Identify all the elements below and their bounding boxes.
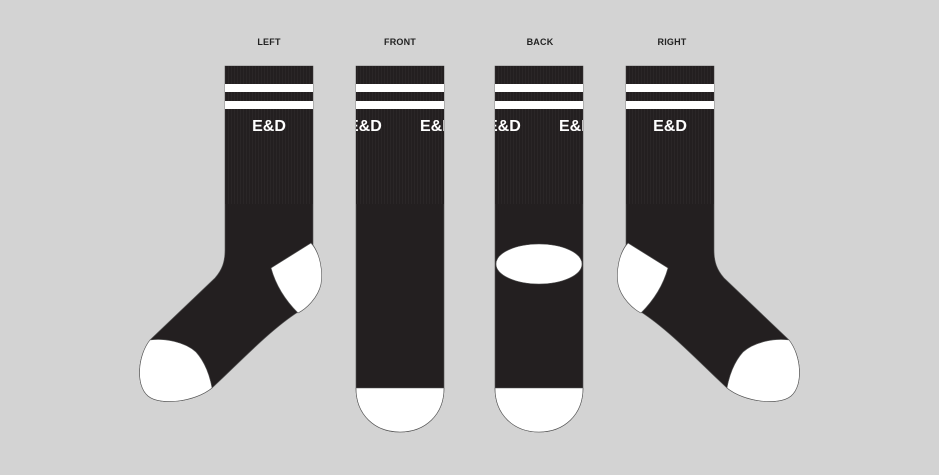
label-right-view: RIGHT [657,37,687,47]
front-sock-logo-left: E&D [348,118,382,135]
front-sock-stripe-bottom [356,101,444,109]
back-sock-stripe-top [495,84,583,92]
label-left-view: LEFT [257,37,281,47]
front-sock-logo-right: E&D [420,118,454,135]
right-sock-stripe-top [626,84,714,92]
label-back-view: BACK [526,37,554,47]
left-sock-logo: E&D [252,118,286,135]
front-sock-stripe-top [356,84,444,92]
left-sock-stripe-bottom [225,101,313,109]
back-sock: E&D E&D [487,65,593,433]
front-sock-toe [355,387,445,433]
back-sock-toe [494,387,584,433]
left-sock-heel [270,242,322,314]
back-sock-stripe-bottom [495,101,583,109]
right-sock-logo: E&D [653,118,687,135]
right-sock-toe [726,339,800,402]
label-front-view: FRONT [384,37,416,47]
back-sock-logo-left: E&D [487,118,521,135]
back-sock-logo-right: E&D [559,118,593,135]
right-sock [617,65,800,402]
right-sock-stripe-bottom [626,101,714,109]
left-sock-stripe-top [225,84,313,92]
left-sock-toe [139,339,213,402]
right-sock-heel [617,242,669,314]
front-sock: E&D E&D [348,65,454,433]
left-sock: E&D [139,65,322,402]
back-sock-heel [495,243,583,285]
